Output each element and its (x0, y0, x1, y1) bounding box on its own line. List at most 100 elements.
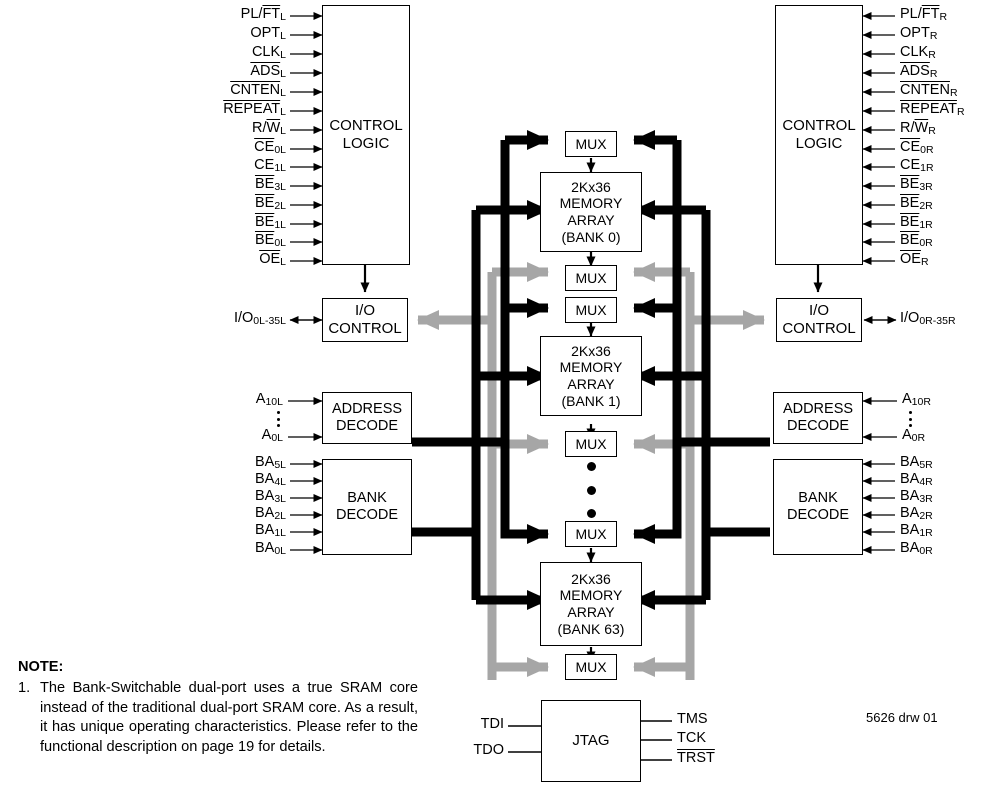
address-decode-left-line2: DECODE (335, 418, 399, 434)
signal-label-left-be-11: BE1L (254, 214, 286, 231)
jtag-lines-left (508, 725, 541, 753)
ellipsis-dot (276, 424, 280, 427)
address-decode-right-line2: DECODE (786, 418, 850, 434)
address-decode-block-left[interactable]: ADDRESS DECODE (322, 392, 412, 444)
data-out-bus-left (417, 262, 549, 680)
signal-label-left-ce-7: CE0L (254, 139, 286, 156)
address-ellipsis-right (908, 411, 912, 427)
memory-array-bank: (BANK 1) (561, 392, 621, 409)
jtag-label-left-tdo: TDO (473, 742, 504, 758)
signal-label-left-clk-2: CLKL (251, 44, 286, 61)
signal-label-right-cnten-4: CNTENR (900, 82, 958, 99)
bank-bus-right (633, 200, 770, 610)
address-decode-block-right[interactable]: ADDRESS DECODE (773, 392, 863, 444)
memory-array-line2: MEMORY (559, 359, 623, 376)
memory-array-size: 2Kx36 (571, 178, 611, 195)
control-input-lines-right (862, 12, 895, 265)
control-logic-right-line1: CONTROL (782, 117, 856, 135)
io-control-right-line1: I/O (808, 302, 829, 320)
signal-label-right-repeat-5: REPEATR (900, 101, 965, 118)
bank-decode-left-line1: BANK (347, 489, 387, 506)
mux-bank63-in[interactable]: MUX (565, 521, 617, 547)
jtag-label: JTAG (572, 732, 610, 750)
bank-decode-right-line1: BANK (798, 489, 838, 506)
note-heading: NOTE: (18, 659, 64, 675)
jtag-label-right-tms: TMS (677, 711, 708, 727)
memory-array-bank0[interactable]: 2Kx36 MEMORY ARRAY (BANK 0) (540, 172, 642, 252)
io-control-left-line2: CONTROL (328, 320, 402, 337)
bank-input-lines-left (290, 460, 323, 554)
jtag-label-left-tdi: TDI (480, 716, 504, 732)
bank-decode-block-left[interactable]: BANK DECODE (322, 459, 412, 555)
control-logic-right-line2: LOGIC (795, 135, 843, 152)
signal-label-right-oe-13: OER (900, 251, 929, 268)
signal-label-left-pl-0: PL/FTL (240, 6, 286, 23)
mux-label: MUX (575, 525, 607, 542)
bank-label-left-1: BA4L (254, 471, 286, 488)
io-control-block-right[interactable]: I/O CONTROL (776, 298, 862, 342)
io-control-block-left[interactable]: I/O CONTROL (322, 298, 408, 342)
mux-bank0-in[interactable]: MUX (565, 131, 617, 157)
memory-array-bank1[interactable]: 2Kx36 MEMORY ARRAY (BANK 1) (540, 336, 642, 416)
bank-label-left-3: BA2L (254, 505, 286, 522)
ellipsis-dot (586, 462, 596, 471)
mux-bank0-out[interactable]: MUX (565, 265, 617, 291)
note-text: The Bank-Switchable dual-port uses a tru… (40, 680, 418, 755)
control-logic-left-line2: LOGIC (342, 135, 390, 152)
io-bus-label-left: I/O0L-35L (233, 310, 286, 327)
address-label-right-1: A0R (902, 427, 926, 444)
memory-array-size: 2Kx36 (571, 342, 611, 359)
ellipsis-dot (586, 509, 596, 518)
bank-decode-right-line2: DECODE (786, 507, 850, 523)
address-input-lines-left (288, 397, 323, 441)
address-label-left-0: A10L (255, 391, 283, 408)
jtag-lines-right (641, 720, 672, 761)
bank-label-left-5: BA0L (254, 540, 286, 557)
ellipsis-dot (908, 411, 912, 414)
address-bus-right (633, 130, 770, 544)
bank-decode-block-right[interactable]: BANK DECODE (773, 459, 863, 555)
signal-label-right-be-9: BE3R (900, 176, 933, 193)
control-input-lines-left (290, 12, 323, 265)
signal-label-right-be-12: BE0R (900, 232, 933, 249)
bank-ellipsis (586, 462, 596, 518)
jtag-block[interactable]: JTAG (541, 700, 641, 782)
data-out-bus-right (633, 262, 765, 680)
signal-label-left-oe-13: OEL (259, 251, 286, 268)
mux-bank1-in[interactable]: MUX (565, 297, 617, 323)
signal-label-left-r-6: R/WL (251, 120, 286, 137)
bank-label-left-4: BA1L (254, 522, 286, 539)
jtag-label-right-tck: TCK (677, 730, 706, 746)
address-ellipsis-left (276, 411, 280, 427)
mux-label: MUX (575, 301, 607, 318)
signal-label-left-cnten-4: CNTENL (230, 82, 286, 99)
ellipsis-dot (586, 485, 596, 495)
ellipsis-dot (908, 417, 912, 421)
mux-bank63-out[interactable]: MUX (565, 654, 617, 680)
memory-array-bank63[interactable]: 2Kx36 MEMORY ARRAY (BANK 63) (540, 562, 642, 646)
mux-bank1-out[interactable]: MUX (565, 431, 617, 457)
control-logic-block-right[interactable]: CONTROL LOGIC (775, 5, 863, 265)
bank-label-right-2: BA3R (900, 488, 933, 505)
bank-label-left-0: BA5L (254, 454, 286, 471)
bank-bus-left (412, 200, 549, 610)
signal-label-left-ads-3: ADSL (250, 63, 286, 80)
signal-label-left-opt-1: OPTL (250, 25, 286, 42)
signal-label-right-pl-0: PL/FTR (900, 6, 948, 23)
bank-label-right-3: BA2R (900, 505, 933, 522)
bank-decode-left-line2: DECODE (335, 507, 399, 523)
bank-input-lines-right (862, 460, 895, 554)
address-input-lines-right (862, 397, 897, 441)
signal-label-left-be-12: BE0L (254, 232, 286, 249)
control-logic-block-left[interactable]: CONTROL LOGIC (322, 5, 410, 265)
memory-array-bank: (BANK 0) (561, 228, 621, 245)
memory-array-line3: ARRAY (567, 212, 615, 228)
signal-label-right-ce-8: CE1R (900, 157, 934, 174)
drawing-reference: 5626 drw 01 (866, 710, 938, 725)
memory-array-line2: MEMORY (559, 587, 623, 604)
bank-label-left-2: BA3L (254, 488, 286, 505)
bank-label-right-0: BA5R (900, 454, 933, 471)
signal-label-right-ads-3: ADSR (900, 63, 938, 80)
signal-label-right-opt-1: OPTR (900, 25, 938, 42)
memory-array-line2: MEMORY (559, 195, 623, 212)
